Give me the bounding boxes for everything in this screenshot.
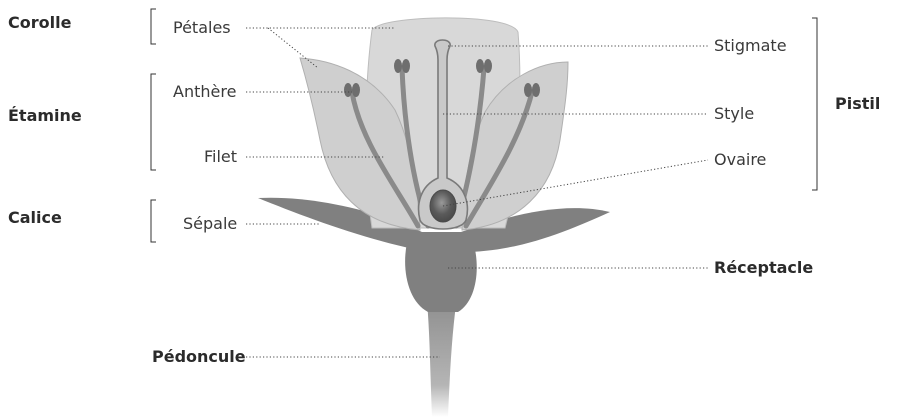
petales-label: Pétales (173, 20, 231, 36)
calice-bracket (151, 200, 156, 242)
ovaire-label: Ovaire (714, 152, 766, 168)
etamine-bracket (151, 74, 156, 170)
receptacle-label: Réceptacle (714, 260, 813, 276)
corolle-label: Corolle (8, 15, 71, 31)
etamine-label: Étamine (8, 108, 82, 124)
sepale-label: Sépale (183, 216, 237, 232)
style-label: Style (714, 106, 754, 122)
calice-label: Calice (8, 210, 62, 226)
anthere-label: Anthère (173, 84, 236, 100)
pistil-label: Pistil (835, 96, 880, 112)
filet-label: Filet (204, 149, 237, 165)
pistil-bracket (812, 18, 817, 190)
stigmate-label: Stigmate (714, 38, 787, 54)
corolle-bracket (151, 9, 156, 44)
pedoncule-label: Pédoncule (152, 349, 246, 365)
petales-leader-2 (268, 28, 318, 68)
